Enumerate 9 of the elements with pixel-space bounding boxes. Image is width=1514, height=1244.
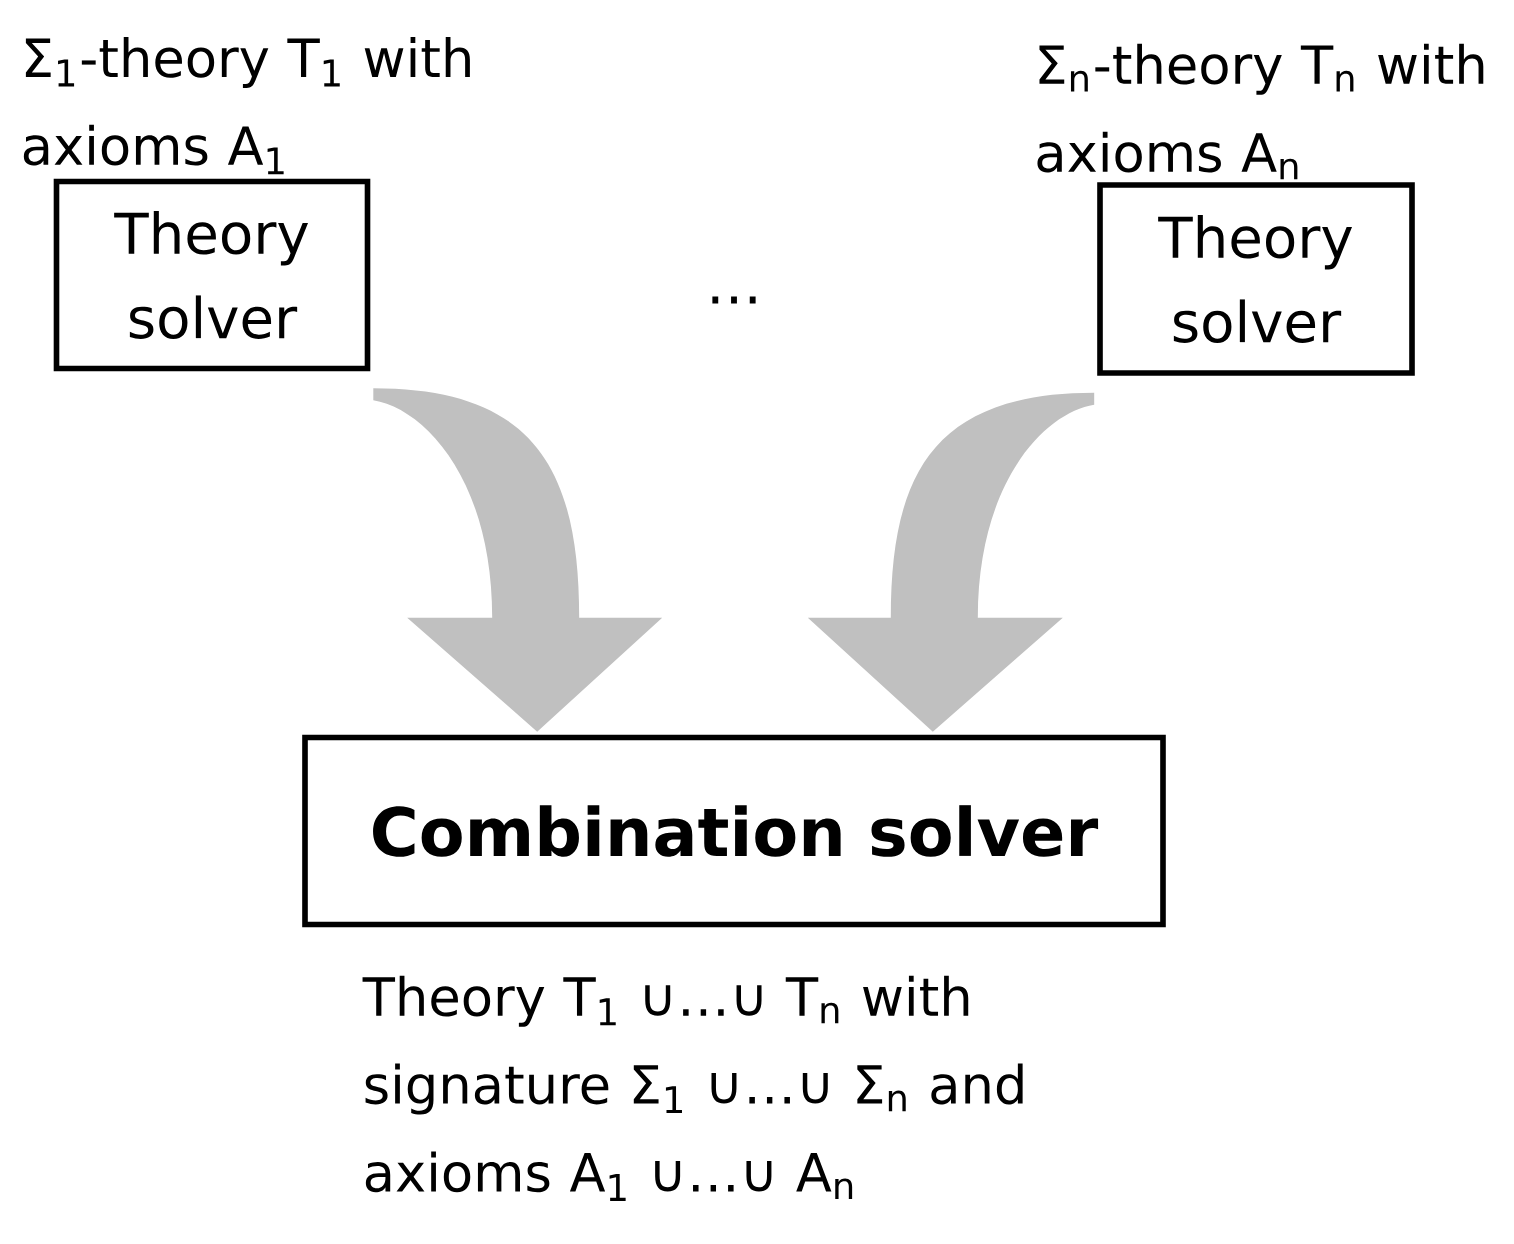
curved-arrow bbox=[807, 392, 1095, 732]
process-box: Theory solver bbox=[53, 178, 371, 372]
ellipsis-text: … bbox=[712, 296, 756, 304]
caption-text: Theory T$_{1}$ ∪…∪ T$_{n}$ with signature Σ$_{1}$ ∪…∪ Σ$_{n}$ and axioms A$_{1}$ ∪…∪ A$_{n}$ bbox=[362, 975, 1023, 1201]
process-box: Theory solver bbox=[1097, 182, 1415, 376]
curved-arrow bbox=[373, 388, 663, 732]
caption-text: Σ$_{n}$-theory T$_{n}$ with axioms A$_{n}$ bbox=[1037, 43, 1484, 180]
caption-text: Σ$_{1}$-theory T$_{1}$ with axioms A$_{1}$ bbox=[23, 36, 470, 175]
process-box: Combination solver bbox=[302, 734, 1166, 928]
